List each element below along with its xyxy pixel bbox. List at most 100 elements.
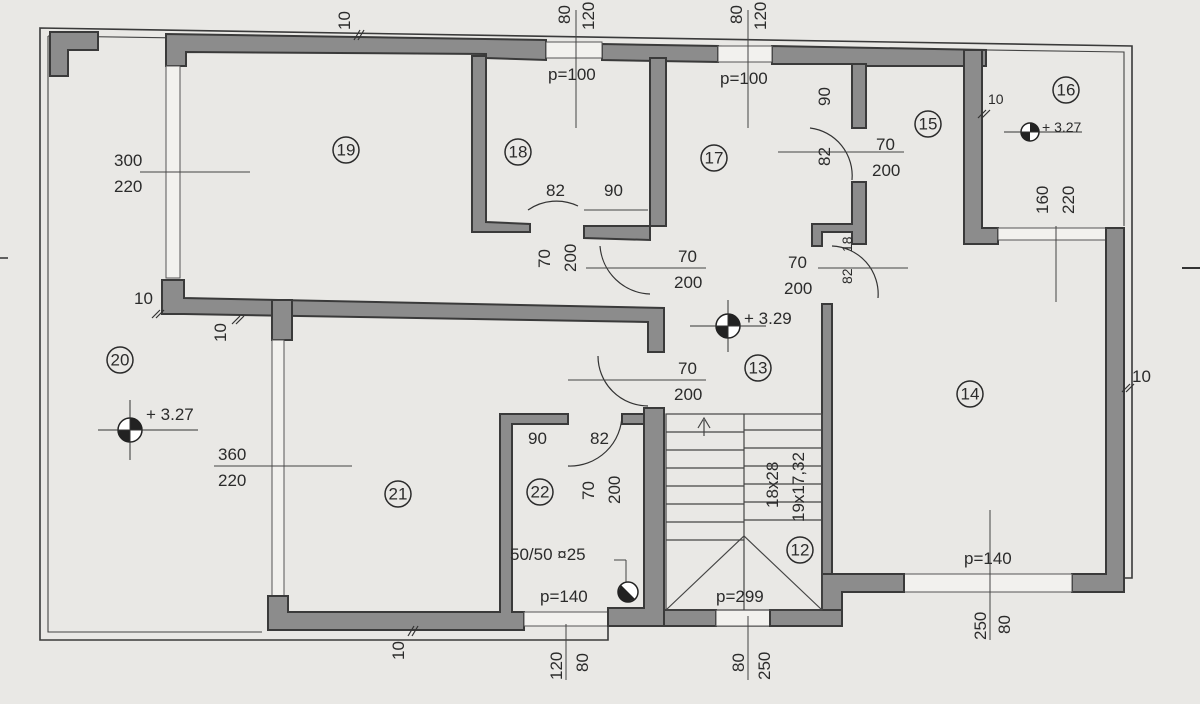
wall-19-bottom [161, 279, 665, 353]
window-room21 [271, 339, 285, 597]
dim-hall-82: 82 [839, 268, 855, 284]
dim-r18-82: 82 [546, 181, 565, 200]
dim-bot-120: 120 [547, 652, 566, 680]
wall-top-left [165, 32, 547, 67]
dim-bot-250b: 250 [971, 612, 990, 640]
dim-r22-70: 70 [579, 481, 598, 500]
dim-top-win1-w: 120 [579, 2, 598, 30]
dim-r19-300: 300 [114, 151, 142, 170]
staircase [665, 413, 823, 611]
svg-text:15: 15 [919, 115, 938, 134]
dim-bot-80b: 80 [729, 653, 748, 672]
dim-hall-200b: 200 [784, 279, 812, 298]
svg-text:20: 20 [111, 351, 130, 370]
dim-bot-10: 10 [389, 641, 408, 660]
wall-17-bottom [583, 225, 651, 242]
dim-p140-b: p=140 [964, 549, 1012, 568]
level-marker-room20 [98, 400, 198, 460]
svg-text:19: 19 [337, 141, 356, 160]
wall-21-bottom [267, 413, 569, 631]
room-17: 17 [700, 144, 728, 172]
dim-r22-90: 90 [528, 429, 547, 448]
dim-bot-250a: 250 [755, 652, 774, 680]
dim-r16-160: 160 [1033, 186, 1052, 214]
dim-r19-220: 220 [114, 177, 142, 196]
window-top-2 [717, 45, 773, 63]
dim-hall-70a: 70 [678, 247, 697, 266]
room-18: 18 [504, 138, 532, 166]
level-label-room16: + 3.27 [1042, 119, 1082, 135]
level-marker-room16 [1004, 122, 1082, 142]
room-21: 21 [384, 480, 412, 508]
dim-hall-70b: 70 [788, 253, 807, 272]
svg-text:22: 22 [531, 483, 550, 502]
dim-right-10: 10 [1132, 367, 1151, 386]
dim-p140-a: p=140 [540, 587, 588, 606]
dim-stair-19x1732: 19x17,32 [789, 452, 808, 522]
wall-14-bottom-left [821, 573, 905, 613]
dim-top-win2-h: 80 [727, 5, 746, 24]
wall-18-left [471, 55, 531, 233]
window-bottom-22 [523, 611, 609, 627]
dim-r17-82: 82 [815, 147, 834, 166]
wall-top-right [771, 44, 987, 67]
door-hall-left [599, 245, 651, 295]
dim-r16-220: 220 [1059, 186, 1078, 214]
room-13: 13 [744, 354, 772, 382]
door-room17 [809, 127, 853, 181]
dim-left-10: 10 [134, 289, 153, 308]
dim-hall-200c: 200 [674, 385, 702, 404]
dim-stair-18x28: 18x28 [763, 462, 782, 508]
room-19: 19 [332, 136, 360, 164]
door-room22 [567, 413, 623, 467]
left-outline-inner [47, 36, 262, 633]
dim-chimney: 50/50 ¤25 [510, 545, 586, 564]
dim-hall-70c: 70 [678, 359, 697, 378]
wall-stair-bottom [663, 609, 717, 627]
dim-r17-70: 70 [876, 135, 895, 154]
window-top-1 [545, 41, 603, 59]
level-label-room13: + 3.29 [744, 309, 792, 328]
svg-text:12: 12 [791, 541, 810, 560]
wall-stair-bottom-right [769, 609, 843, 627]
wall-17-right-lower [811, 181, 867, 247]
wall-22-right [607, 407, 665, 627]
room-20: 20 [106, 346, 134, 374]
dim-top-win1-h: 80 [555, 5, 574, 24]
room-15: 15 [914, 110, 942, 138]
dim-r18-90: 90 [604, 181, 623, 200]
dim-r16-10: 10 [988, 91, 1004, 107]
dim-hall-200a: 200 [674, 273, 702, 292]
wall-14-right [1071, 227, 1125, 593]
svg-text:14: 14 [961, 385, 980, 404]
chimney-symbol [617, 581, 639, 603]
dim-top-10: 10 [335, 11, 354, 30]
window-room14 [997, 227, 1107, 241]
wall-21-top [271, 299, 293, 341]
room-22: 22 [526, 478, 554, 506]
room-12: 12 [786, 536, 814, 564]
door-room18 [527, 200, 579, 211]
level-marker-room13 [690, 300, 766, 352]
dim-bot-80a: 80 [573, 653, 592, 672]
dim-r20-220: 220 [218, 471, 246, 490]
dimension-lines [140, 10, 1057, 680]
door-hall-lower [597, 355, 649, 407]
window-stair [715, 609, 771, 627]
dim-r17-90: 90 [815, 87, 834, 106]
svg-text:13: 13 [749, 359, 768, 378]
dim-mid-10: 10 [211, 323, 230, 342]
svg-text:17: 17 [705, 149, 724, 168]
room-16: 16 [1052, 76, 1080, 104]
dim-p100-a: p=100 [548, 65, 596, 84]
svg-text:21: 21 [389, 485, 408, 504]
room-14: 14 [956, 380, 984, 408]
svg-text:18: 18 [509, 143, 528, 162]
wall-18-right [649, 57, 667, 227]
corner-post-top-left [49, 31, 99, 77]
dim-top-win2-w: 120 [751, 2, 770, 30]
wall-17-right [851, 63, 867, 129]
wall-15-16 [963, 49, 999, 245]
dim-p299: p=299 [716, 587, 764, 606]
